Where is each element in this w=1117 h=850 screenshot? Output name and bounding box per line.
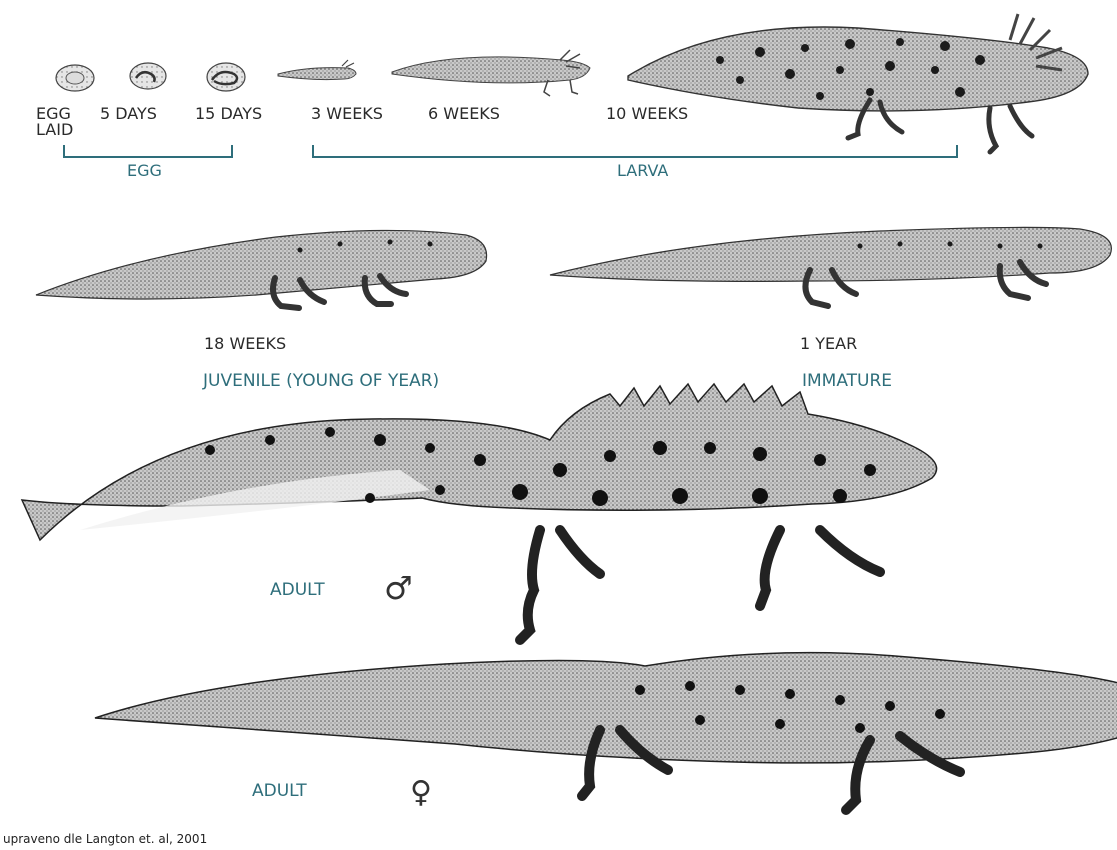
juvenile-stage-label: JUVENILE (YOUNG OF YEAR) [203,373,439,389]
eighteen-weeks-label: 18 WEEKS [204,336,286,352]
larva-6-weeks-drawing [392,50,590,96]
larva-bracket [313,145,957,157]
adult-female-drawing [95,653,1117,810]
egg-bracket [64,145,232,157]
five-days-label: 5 DAYS [100,106,157,122]
male-symbol-icon: ♂ [384,572,413,604]
immature-stage-label: IMMATURE [802,373,892,389]
female-symbol-icon: ♀ [410,778,432,808]
egg-5-days-drawing [130,63,166,89]
source-credit: upraveno dle Langton et. al, 2001 [3,832,207,846]
larva-stage-label: LARVA [617,163,668,179]
larva-10-weeks-drawing [628,14,1088,152]
larva-3-weeks-drawing [278,60,356,80]
egg-stage-label: EGG [127,163,162,179]
three-weeks-label: 3 WEEKS [311,106,383,122]
juvenile-drawing [36,230,487,308]
adult-male-drawing [22,384,937,640]
immature-drawing [550,227,1111,306]
egg-laid-drawing [56,65,94,91]
egg-15-days-drawing [207,63,245,91]
ten-weeks-label: 10 WEEKS [606,106,688,122]
adult-male-label: ADULT [270,582,325,598]
six-weeks-label: 6 WEEKS [428,106,500,122]
fifteen-days-label: 15 DAYS [195,106,262,122]
egg-laid-label: EGG LAID [36,106,73,138]
adult-female-label: ADULT [252,783,307,799]
one-year-label: 1 YEAR [800,336,857,352]
